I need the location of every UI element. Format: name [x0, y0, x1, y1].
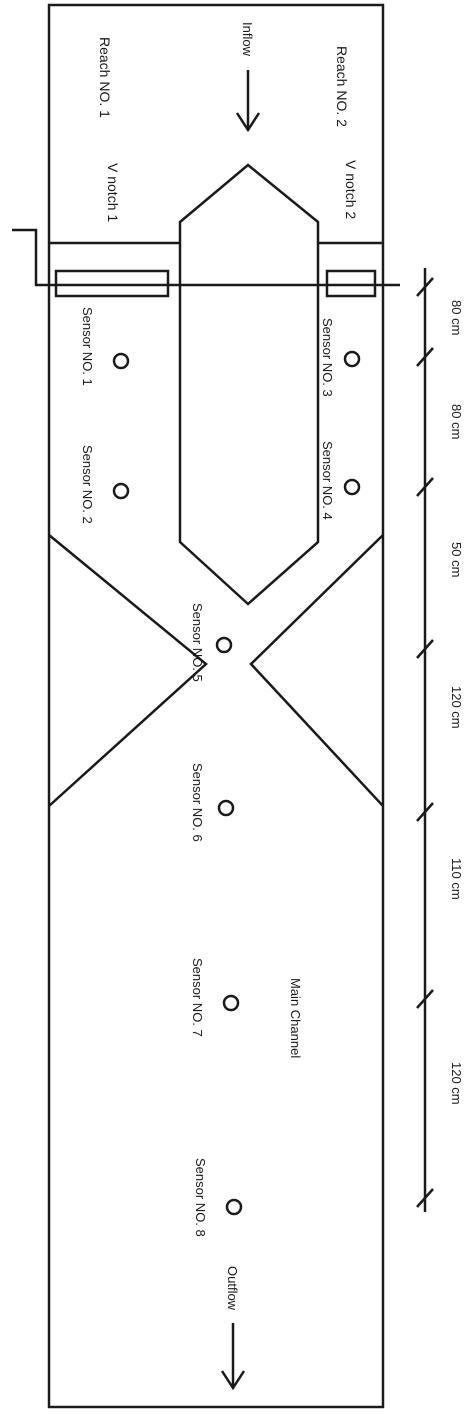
channel-outline	[47, 3, 385, 1409]
v-notch-sensor-box-1	[54, 269, 170, 298]
sensor-6-marker	[217, 799, 235, 817]
cross-section-line	[12, 228, 400, 287]
contraction-left	[48, 534, 208, 807]
outflow-label: Outflow	[225, 1266, 240, 1311]
distance-label-1: 80 cm	[449, 300, 464, 335]
distance-label-2: 80 cm	[449, 404, 464, 439]
sensor-3-label: Sensor NO. 3	[320, 318, 335, 397]
sensor-8-marker	[225, 1198, 243, 1216]
reach-1-label: Reach NO. 1	[97, 37, 113, 118]
sensor-7-marker	[222, 994, 240, 1012]
distance-label-4: 120 cm	[449, 686, 464, 729]
sensor-5-label: Sensor NO. 5	[190, 603, 205, 682]
distance-label-5: 110 cm	[449, 858, 464, 900]
sensor-3-marker	[343, 350, 361, 368]
sensor-7-label: Sensor NO. 7	[190, 958, 205, 1037]
sensor-8-label: Sensor NO. 8	[193, 1158, 208, 1237]
sensor-4-label: Sensor NO. 4	[320, 441, 335, 520]
sensor-1-marker	[112, 352, 130, 370]
sensor-5-marker	[215, 636, 233, 654]
contraction-right	[249, 534, 384, 807]
central-divider	[178, 163, 320, 606]
sensor-1-label: Sensor NO. 1	[80, 307, 95, 386]
inflow-arrow	[235, 70, 261, 133]
distance-label-3: 50 cm	[449, 542, 464, 577]
reach-2-label: Reach NO. 2	[334, 46, 350, 127]
dimension-ticks	[416, 277, 434, 1208]
inflow-label: Inflow	[240, 22, 255, 57]
outflow-arrow	[220, 1323, 246, 1391]
v-notch-sensor-box-2	[325, 269, 377, 298]
sensor-6-label: Sensor NO. 6	[190, 763, 205, 842]
sensor-4-marker	[343, 478, 361, 496]
sensor-2-marker	[112, 482, 130, 500]
sensor-2-label: Sensor NO. 2	[80, 445, 95, 524]
v-notch-1-label: V notch 1	[105, 163, 121, 222]
main-channel-label: Main Channel	[288, 978, 303, 1058]
v-notch-2-label: V notch 2	[343, 160, 359, 219]
distance-label-6: 120 cm	[449, 1062, 464, 1105]
